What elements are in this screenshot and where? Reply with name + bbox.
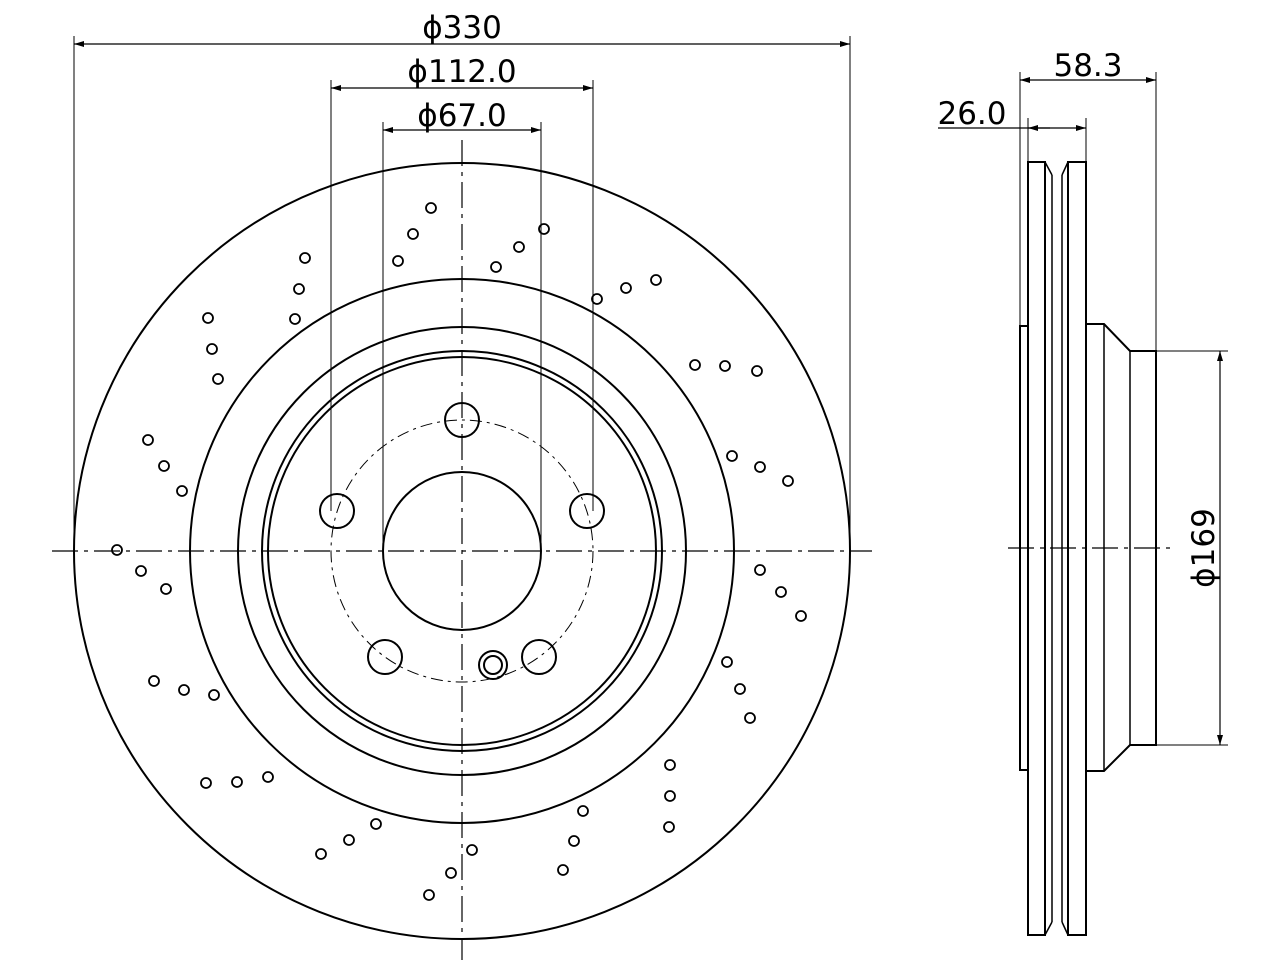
drill-hole (142, 434, 154, 446)
total-height-dimension: 58.3 (1019, 48, 1157, 351)
drill-hole (111, 544, 123, 556)
drill-hole (262, 771, 274, 783)
drill-hole (206, 343, 218, 355)
drill-hole (370, 818, 382, 830)
drill-hole (620, 282, 632, 294)
total-height-label: 58.3 (1053, 48, 1122, 84)
front-view: ϕ330 ϕ112.0 ϕ67.0 (52, 10, 872, 960)
bolt-pattern-circle (330, 419, 594, 683)
drill-hole (289, 313, 301, 325)
drill-hole (176, 485, 188, 497)
bolt-circle-dimension: ϕ112.0 (330, 54, 594, 511)
drill-hole (782, 475, 794, 487)
locating-hole-outer (478, 650, 508, 680)
outer-diameter-label: ϕ330 (422, 10, 502, 46)
bolt-hole (521, 639, 557, 675)
drill-hole (392, 255, 404, 267)
drill-hole (754, 564, 766, 576)
drill-hole (591, 293, 603, 305)
drill-hole (425, 202, 437, 214)
drill-hole (663, 821, 675, 833)
bolt-hole (569, 493, 605, 529)
bolt-hole (444, 402, 480, 438)
disc-thickness-dimension: 26.0 (937, 96, 1087, 162)
drill-hole (490, 261, 502, 273)
drill-hole (751, 365, 763, 377)
drill-hole (557, 864, 569, 876)
hat-profile (1086, 323, 1157, 772)
drill-hole (299, 252, 311, 264)
drill-hole (212, 373, 224, 385)
drill-hole (231, 776, 243, 788)
drill-hole (466, 844, 478, 856)
drill-hole (719, 360, 731, 372)
locating-screw-hole (478, 650, 508, 680)
drill-hole (200, 777, 212, 789)
drill-hole (689, 359, 701, 371)
drill-hole (744, 712, 756, 724)
cross-drilled-holes (111, 202, 807, 901)
drill-hole (135, 565, 147, 577)
center-bore-dimension: ϕ67.0 (382, 98, 542, 551)
drill-hole (158, 460, 170, 472)
drill-hole (202, 312, 214, 324)
bolt-holes (319, 402, 605, 675)
disc-thickness-label: 26.0 (937, 96, 1006, 132)
bolt-hole (319, 493, 355, 529)
drill-hole (160, 583, 172, 595)
drill-hole (664, 790, 676, 802)
drill-hole (734, 683, 746, 695)
drill-hole (148, 675, 160, 687)
hat-diameter-dimension: ϕ169 (1156, 350, 1228, 746)
drill-hole (208, 689, 220, 701)
drill-hole (795, 610, 807, 622)
drill-hole (407, 228, 419, 240)
bolt-circle-label: ϕ112.0 (407, 54, 516, 90)
drill-hole (775, 586, 787, 598)
hat-diameter-label: ϕ169 (1186, 508, 1222, 588)
side-view: 58.3 26.0 ϕ169 (937, 48, 1228, 936)
drill-hole (577, 805, 589, 817)
bolt-hole (367, 639, 403, 675)
center-bore-label: ϕ67.0 (417, 98, 506, 134)
drill-hole (423, 889, 435, 901)
drill-hole (538, 223, 550, 235)
drill-hole (721, 656, 733, 668)
drill-hole (315, 848, 327, 860)
drill-hole (343, 834, 355, 846)
drill-hole (293, 283, 305, 295)
outer-diameter-dimension: ϕ330 (73, 10, 851, 551)
hat-mounting-face (1019, 325, 1028, 771)
drill-hole (726, 450, 738, 462)
side-profile-outer-plate (1067, 161, 1087, 936)
friction-ring-inner-circle (189, 278, 735, 824)
drill-hole (178, 684, 190, 696)
hat-step-inner-circle (267, 356, 657, 746)
drill-hole (754, 461, 766, 473)
hat-outer-circle (237, 326, 687, 776)
drill-hole (513, 241, 525, 253)
drill-hole (664, 759, 676, 771)
drill-hole (568, 835, 580, 847)
locating-hole-inner (483, 655, 503, 675)
hat-step-circle (261, 350, 663, 752)
drill-hole (445, 867, 457, 879)
drill-hole (650, 274, 662, 286)
